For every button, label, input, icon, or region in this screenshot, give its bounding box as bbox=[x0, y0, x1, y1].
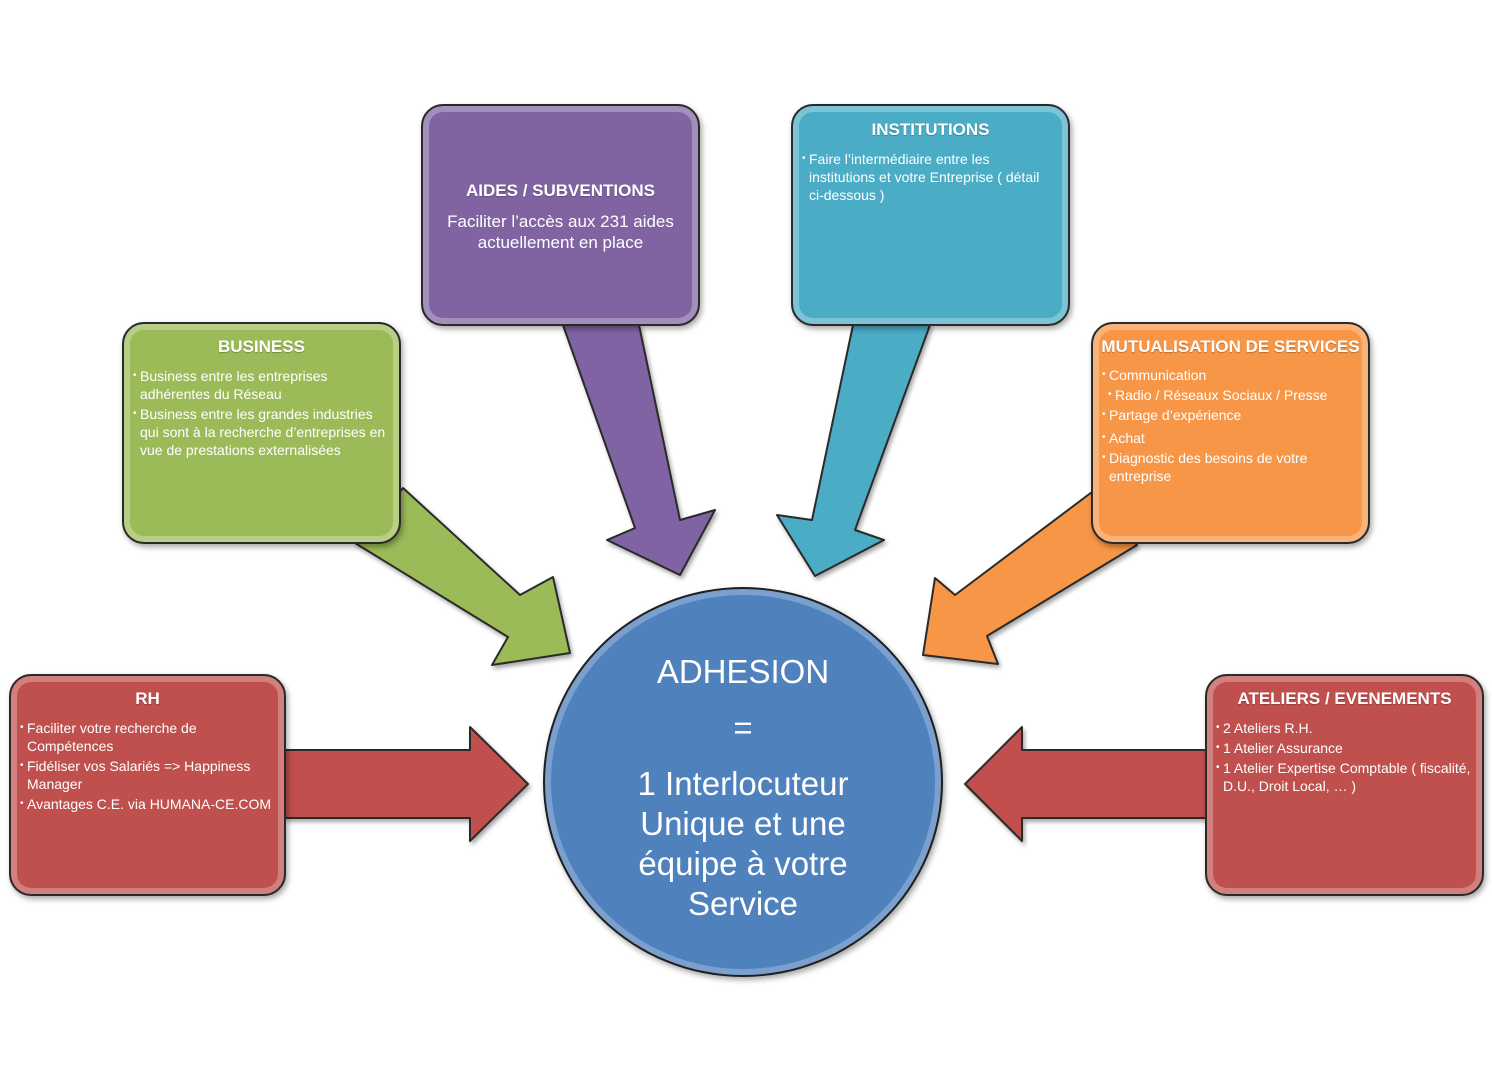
list-item: Fidéliser vos Salariés => Happiness Mana… bbox=[20, 757, 275, 793]
arrow-institutions bbox=[776, 324, 931, 577]
arrow-ateliers bbox=[964, 726, 1208, 842]
rh-list: Faciliter votre recherche de Compétences… bbox=[20, 719, 275, 813]
rh-box: RH Faciliter votre recherche de Compéten… bbox=[9, 674, 286, 896]
center-text: 1 Interlocuteur Unique et une équipe à v… bbox=[637, 765, 849, 922]
mutualisation-list: Communication Radio / Réseaux Sociaux / … bbox=[1102, 366, 1360, 485]
mutualisation-box: MUTUALISATION DE SERVICES Communication … bbox=[1091, 322, 1370, 544]
list-item: Partage d’expérience bbox=[1102, 406, 1360, 424]
institutions-box: INSTITUTIONS Faire l’intermédiaire entre… bbox=[791, 104, 1070, 326]
mutualisation-title: MUTUALISATION DE SERVICES bbox=[1101, 337, 1360, 356]
center-title: ADHESION bbox=[656, 653, 830, 690]
list-item: Faire l’intermédiaire entre les institut… bbox=[802, 150, 1057, 204]
arrow-mutualisation bbox=[922, 491, 1138, 665]
list-item: Diagnostic des besoins de votre entrepri… bbox=[1102, 449, 1360, 485]
list-item: Achat bbox=[1102, 429, 1360, 447]
business-title: BUSINESS bbox=[218, 337, 305, 356]
list-item: 1 Atelier Expertise Comptable ( fiscalit… bbox=[1216, 759, 1474, 795]
ateliers-title: ATELIERS / EVENEMENTS bbox=[1237, 689, 1452, 708]
list-item: Faciliter votre recherche de Compétences bbox=[20, 719, 275, 755]
list-item: Avantages C.E. via HUMANA-CE.COM bbox=[20, 795, 275, 813]
list-item: Communication bbox=[1102, 366, 1360, 384]
rh-title: RH bbox=[135, 689, 160, 708]
list-item: Business entre les grandes industries qu… bbox=[133, 405, 388, 459]
center-equals: = bbox=[733, 709, 753, 746]
arrow-business bbox=[354, 487, 571, 666]
business-box: BUSINESS Business entre les entreprises … bbox=[122, 322, 401, 544]
list-item: Business entre les entreprises adhérente… bbox=[133, 367, 388, 403]
ateliers-evenements-box: ATELIERS / EVENEMENTS 2 Ateliers R.H. 1 … bbox=[1205, 674, 1484, 896]
institutions-title: INSTITUTIONS bbox=[871, 120, 990, 139]
ateliers-list: 2 Ateliers R.H. 1 Atelier Assurance 1 At… bbox=[1216, 719, 1474, 795]
list-item: 2 Ateliers R.H. bbox=[1216, 719, 1474, 737]
arrow-rh bbox=[283, 726, 529, 842]
arrow-aides bbox=[562, 324, 716, 576]
business-list: Business entre les entreprises adhérente… bbox=[133, 367, 388, 459]
list-item: Radio / Réseaux Sociaux / Presse bbox=[1102, 386, 1360, 404]
aides-title: AIDES / SUBVENTIONS bbox=[466, 181, 655, 200]
aides-text: Faciliter l’accès aux 231 aides actuelle… bbox=[447, 212, 674, 252]
list-item: 1 Atelier Assurance bbox=[1216, 739, 1474, 757]
institutions-list: Faire l’intermédiaire entre les institut… bbox=[802, 150, 1057, 204]
adhesion-circle: ADHESION = 1 Interlocuteur Unique et une… bbox=[543, 587, 943, 977]
aides-subventions-box: AIDES / SUBVENTIONS Faciliter l’accès au… bbox=[421, 104, 700, 326]
